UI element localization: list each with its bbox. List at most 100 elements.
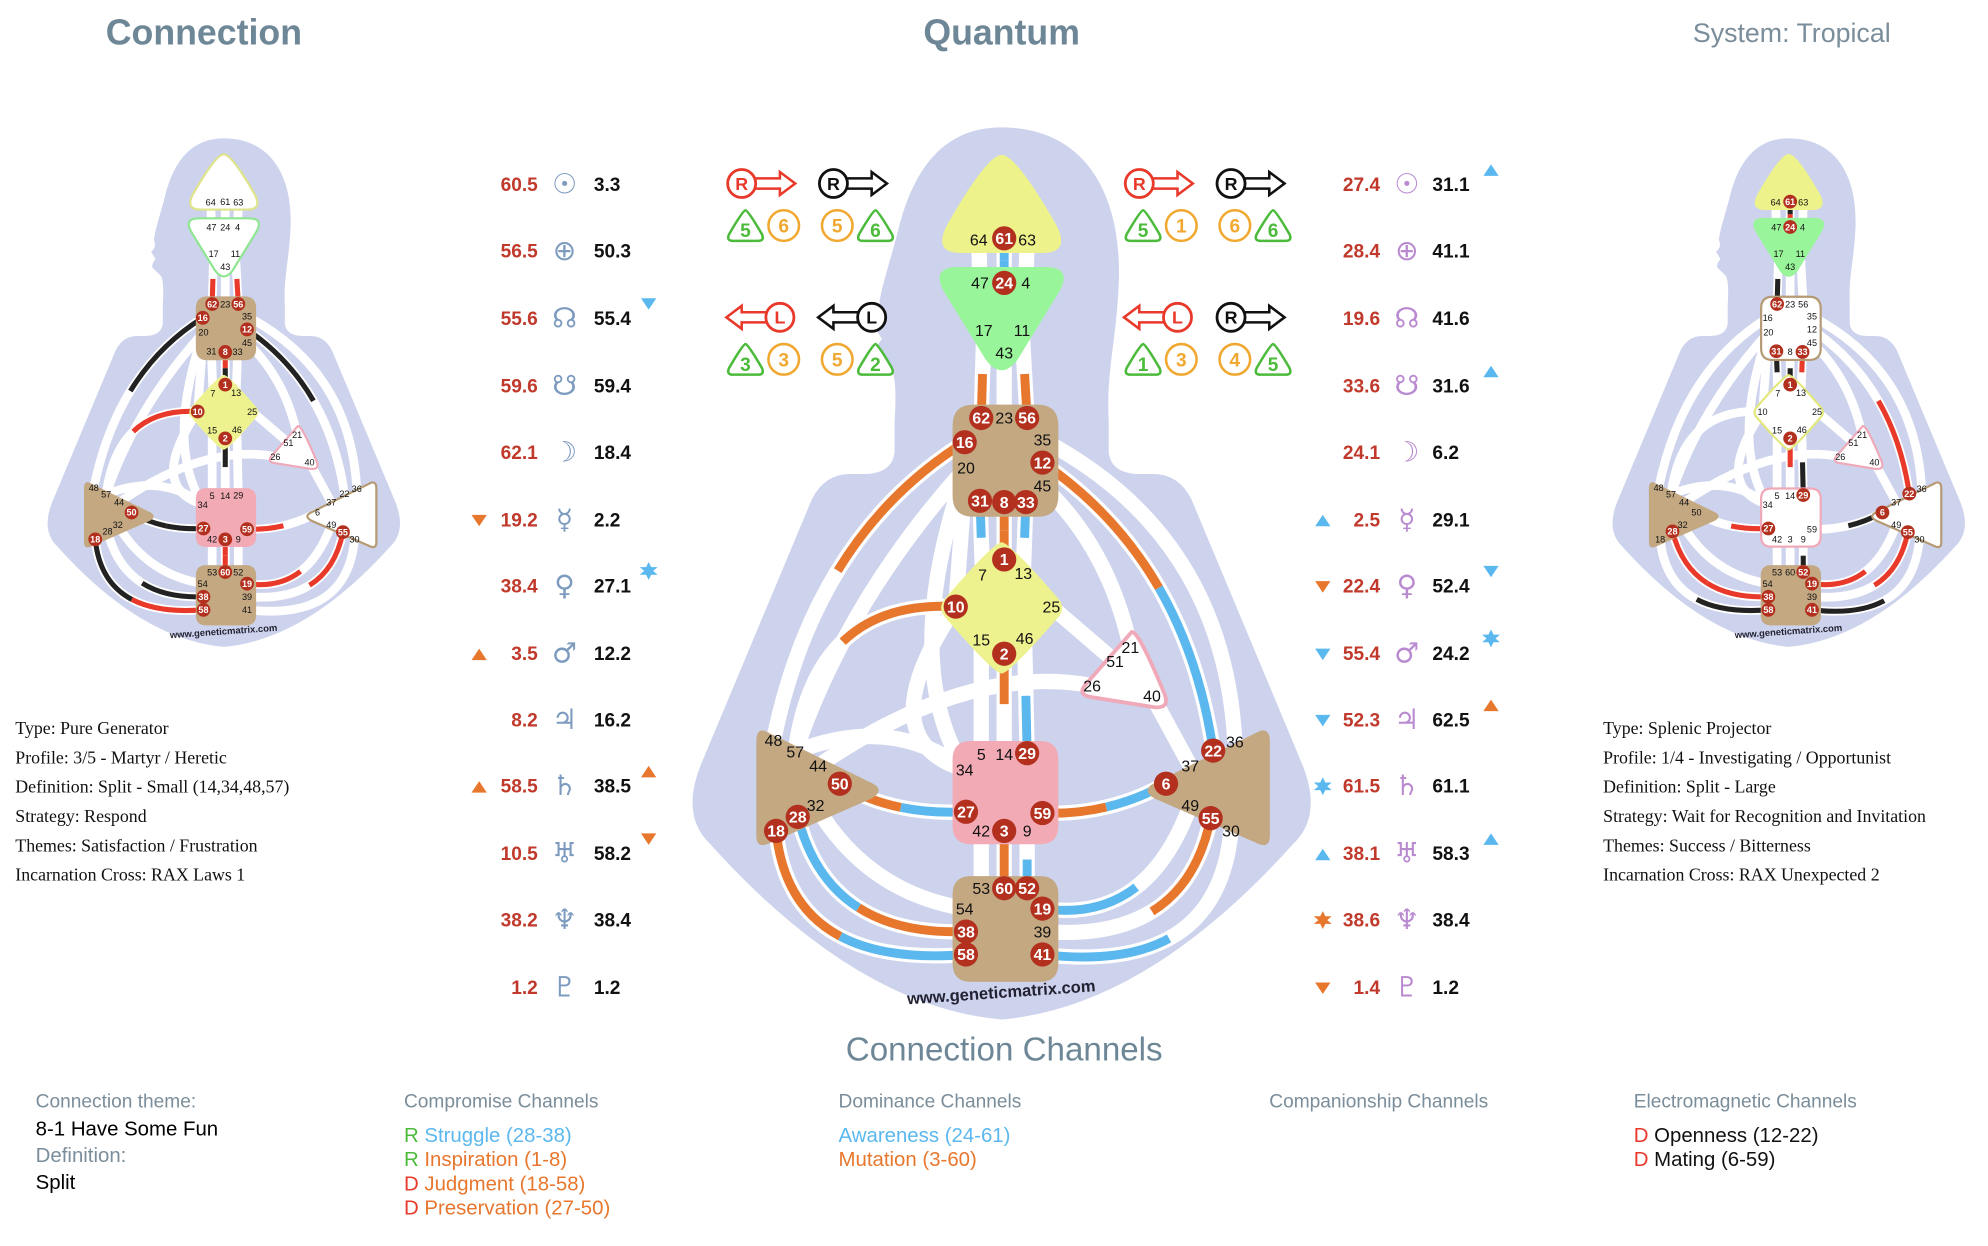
center-heart (268, 424, 319, 471)
channel-name: Preservation (27-50) (424, 1197, 611, 1220)
arrow-letter: R (1225, 174, 1238, 194)
gate-39: 39 (242, 592, 252, 602)
down-marker-shape (1315, 982, 1331, 995)
gate-51: 51 (1106, 654, 1124, 671)
arrow-icon: L (816, 301, 888, 333)
personality-value-north-node: 55.4 (593, 308, 632, 331)
circle-badge: 4 (1218, 342, 1252, 376)
gate-61: 61 (995, 231, 1013, 248)
channel-type-prefix: D (1633, 1125, 1649, 1147)
gate-42: 42 (1772, 535, 1782, 545)
channel-34-57 (792, 728, 970, 776)
personality-value-south-node: 59.4 (593, 375, 632, 398)
gate-54: 54 (1763, 579, 1773, 589)
badge-number: 1 (1138, 355, 1149, 376)
gate-19: 19 (242, 579, 252, 589)
arrow-letter: R (1225, 308, 1238, 328)
gate-9: 9 (1023, 824, 1032, 841)
personality-value-venus: 27.1 (593, 576, 632, 598)
up-marker-shape (1483, 699, 1499, 712)
gate-29-activation (1796, 488, 1811, 502)
gate-16: 16 (1763, 313, 1773, 323)
gate-54: 54 (956, 901, 974, 918)
personality-value-moon: 18.4 (593, 442, 632, 464)
center-heart (1833, 424, 1884, 471)
channel-activation-29-46 (1020, 638, 1032, 754)
gate-10: 10 (947, 599, 965, 616)
down-marker-shape (1483, 565, 1499, 578)
arrow-circle (764, 301, 796, 333)
circle-shape (820, 342, 854, 376)
design-value-pluto: 1.2 (511, 977, 538, 1000)
gate-62: 62 (972, 411, 990, 428)
gate-5: 5 (977, 747, 986, 764)
arrow-letter: R (827, 174, 840, 194)
center-ajna (1753, 217, 1825, 277)
star-marker-icon (1313, 777, 1332, 796)
gate-15: 15 (207, 426, 217, 436)
gate-15: 15 (972, 632, 990, 649)
design-value-jupiter: 52.3 (1342, 709, 1381, 732)
system-label: System: Tropical (1692, 19, 1891, 49)
gate-28: 28 (789, 810, 807, 827)
channel-activation-58-18 (92, 539, 204, 614)
personality-value-mars: 24.2 (1432, 643, 1470, 666)
gate-31-activation (1769, 344, 1784, 359)
down-marker-icon (471, 514, 487, 527)
personality-value-uranus: 58.2 (593, 843, 632, 866)
gate-10-activation (190, 404, 205, 419)
center-ajna (187, 217, 260, 278)
right-info-line: Profile: 1/4 - Investigating / Opportuni… (1603, 749, 1892, 769)
down-marker-icon (1315, 714, 1331, 727)
badge-number: 3 (740, 355, 751, 376)
gate-19-activation (1805, 576, 1819, 591)
channel-name: Openness (12-22) (1654, 1125, 1819, 1147)
channel-name: Judgment (18-58) (424, 1173, 586, 1196)
channel-activation-16-48 (769, 438, 968, 742)
channel-activation-38-28 (793, 815, 967, 937)
gate-64: 64 (206, 198, 216, 208)
circle-shape (767, 342, 801, 376)
triangle-shape (1124, 208, 1162, 243)
design-value-uranus: 10.5 (500, 843, 538, 866)
gate-49: 49 (1891, 520, 1901, 530)
gate-24-activation (992, 270, 1017, 296)
right-info-line: Strategy: Wait for Recognition and Invit… (1603, 807, 1926, 828)
gate-58-activation (953, 942, 979, 967)
mars-icon: ♂ (1394, 638, 1420, 671)
gate-8: 8 (1788, 347, 1793, 357)
gate-61-activation (1783, 194, 1798, 209)
design-value-mars: 3.5 (511, 643, 538, 666)
gate-20: 20 (198, 328, 208, 338)
gate-3: 3 (1788, 535, 1793, 545)
channel-activation-39-55 (1811, 531, 1911, 600)
triangle-badge: 5 (726, 208, 765, 243)
gate-56: 56 (1798, 299, 1808, 309)
badge-number: 5 (1268, 355, 1279, 376)
gate-44: 44 (1679, 498, 1689, 508)
gate-57: 57 (786, 745, 804, 762)
gate-14: 14 (995, 747, 1013, 764)
arrow-letter: L (774, 308, 785, 328)
gate-23: 23 (995, 411, 1013, 428)
gate-50: 50 (1691, 508, 1701, 518)
center-g (941, 542, 1063, 674)
gate-48: 48 (1654, 483, 1664, 493)
channel-activation-17-62 (976, 329, 989, 419)
gate-19: 19 (1034, 901, 1052, 918)
channel-type-prefix: R (403, 1149, 419, 1172)
gate-46: 46 (232, 425, 242, 435)
right-info-line: Type: Splenic Projector (1603, 720, 1772, 740)
gate-42: 42 (972, 824, 990, 841)
compromise-channels-header: Compromise Channels (403, 1090, 599, 1113)
gate-30: 30 (1914, 535, 1924, 545)
star-marker-shape (639, 561, 658, 580)
gate-8: 8 (223, 347, 228, 357)
gate-45: 45 (242, 338, 252, 348)
design-value-south-node: 59.6 (500, 375, 538, 398)
gate-2: 2 (1000, 646, 1009, 663)
up-marker-icon (641, 765, 657, 778)
down-marker-icon (1315, 581, 1331, 593)
